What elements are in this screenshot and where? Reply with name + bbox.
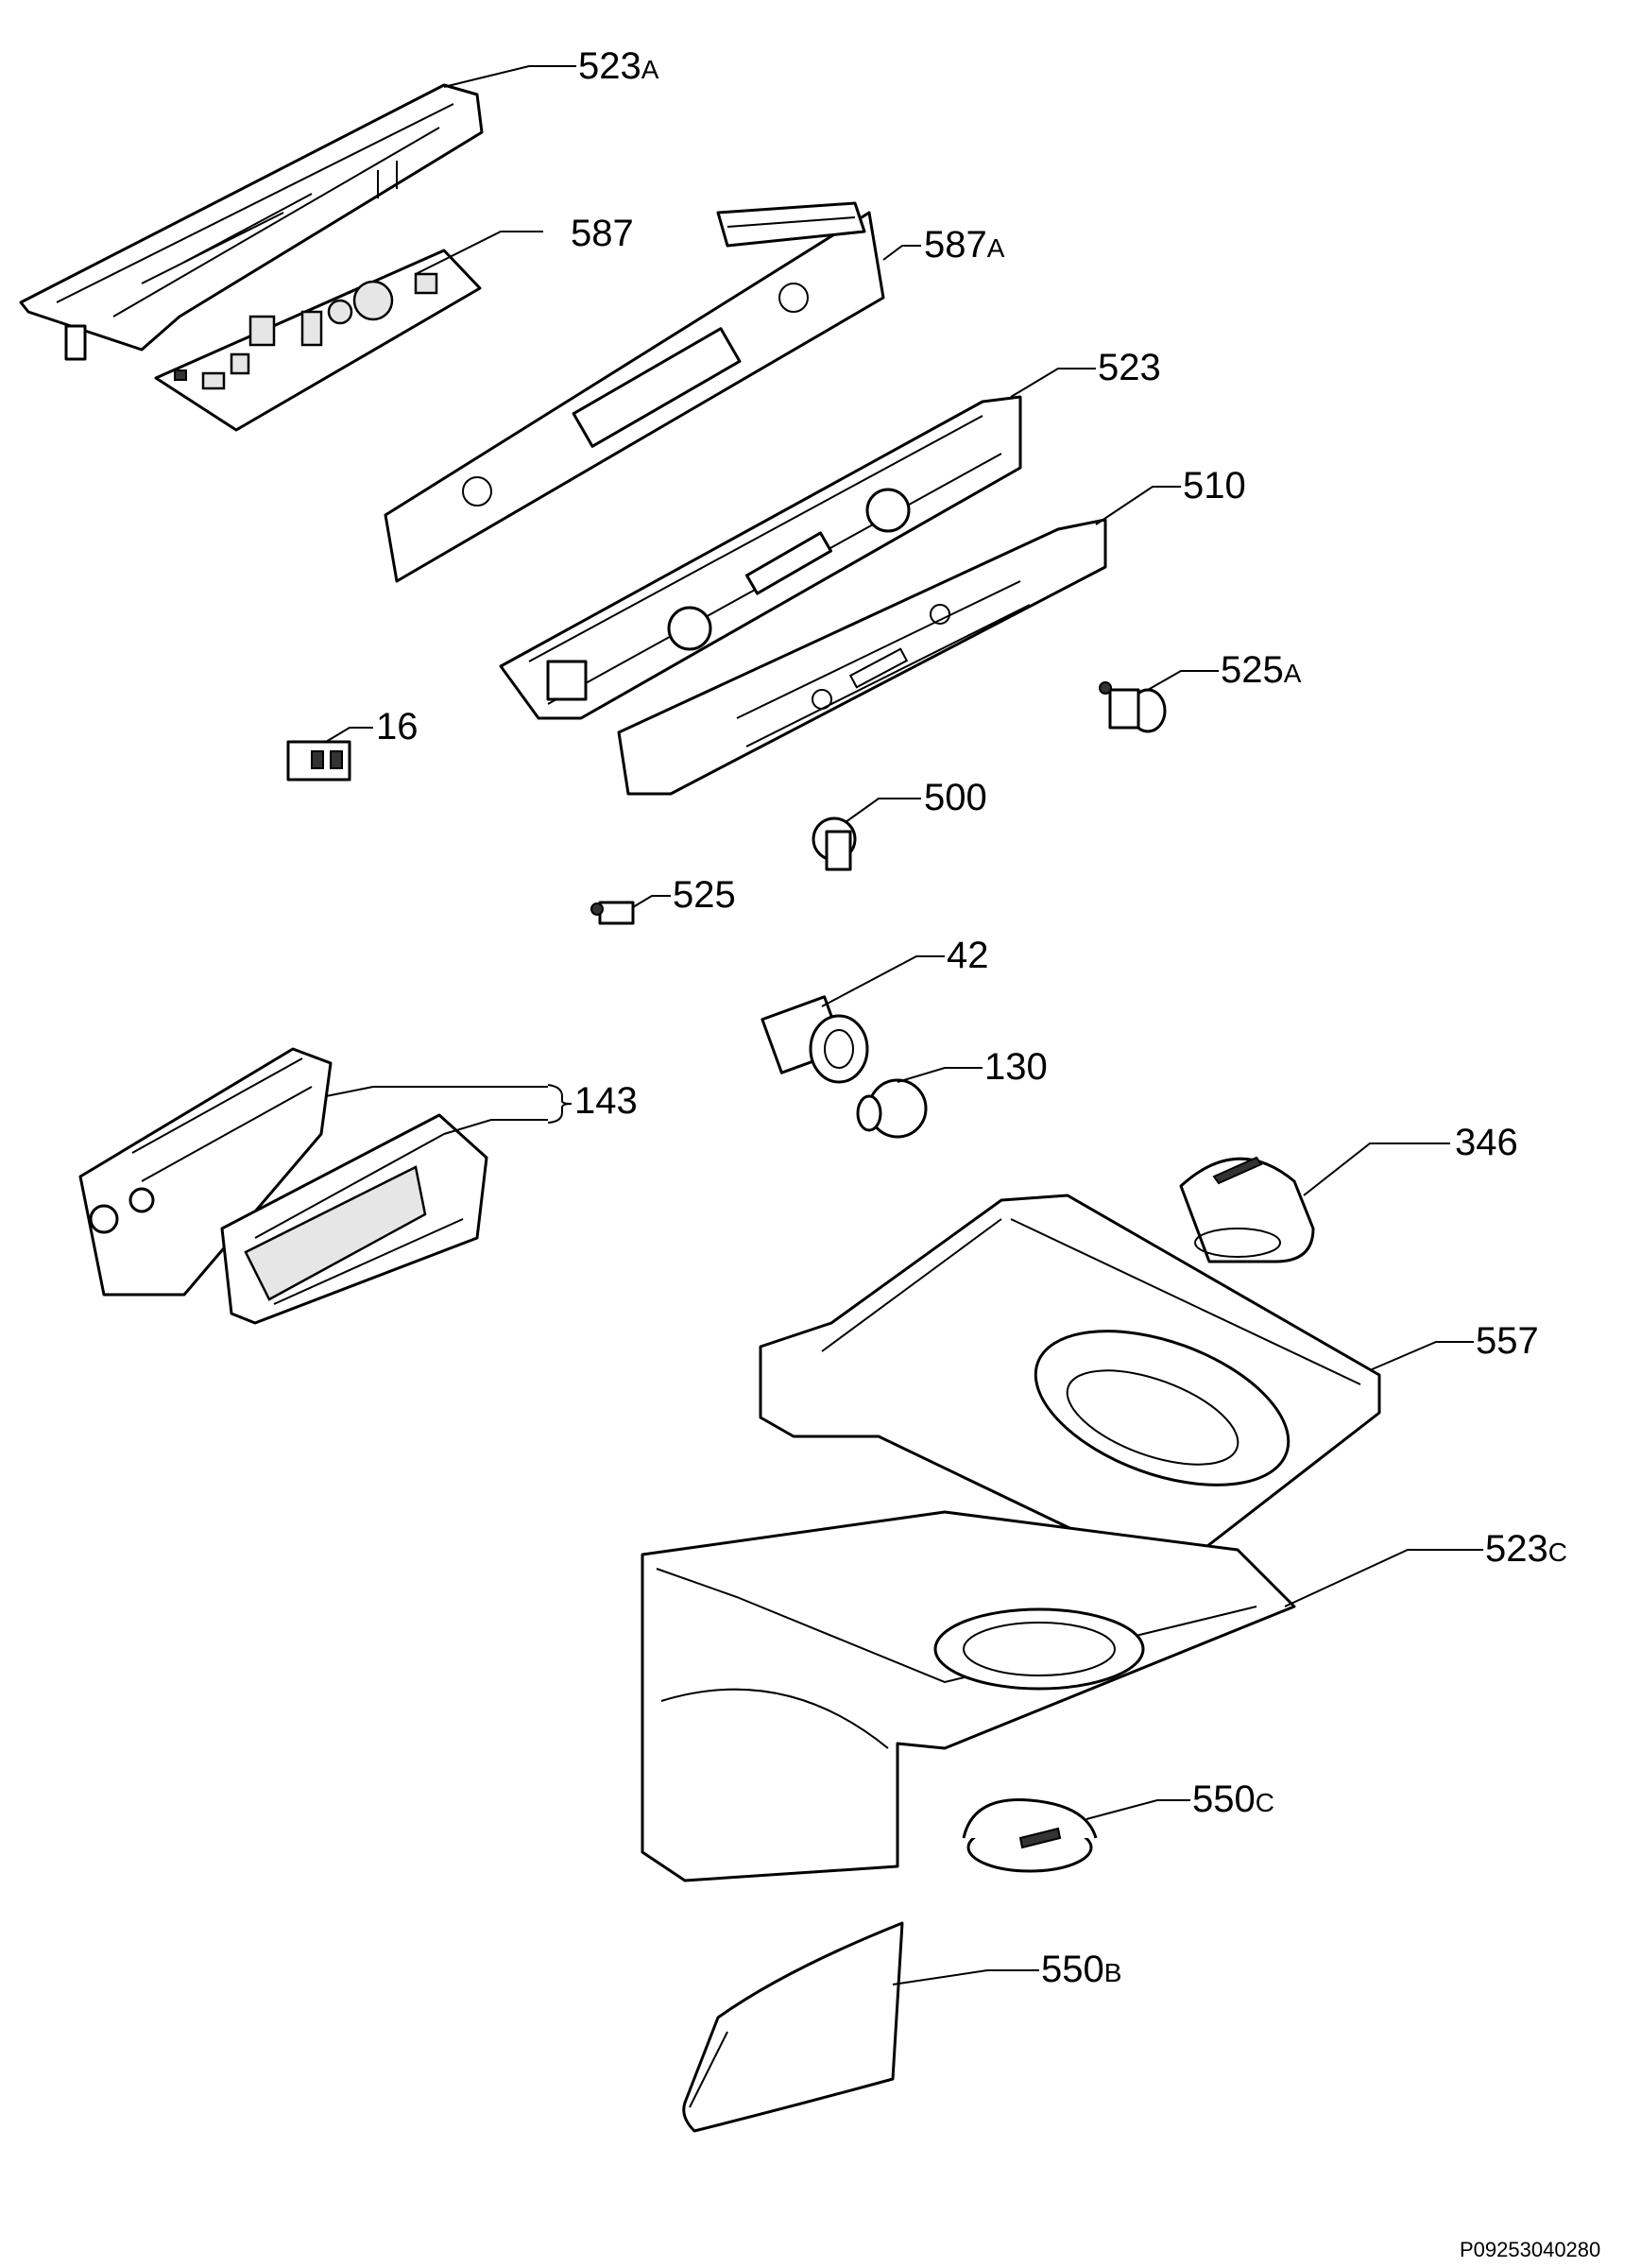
label-523a: 523A	[578, 45, 659, 87]
part-500-knob	[812, 816, 857, 871]
leader-143-upper	[325, 1086, 548, 1097]
part-510-front-panel	[617, 518, 1107, 796]
label-346: 346	[1455, 1122, 1518, 1163]
label-587a: 587A	[924, 224, 1005, 266]
bracket-143	[547, 1084, 573, 1124]
leader-550c	[1085, 1799, 1190, 1820]
leader-16	[325, 727, 373, 743]
label-550c: 550C	[1192, 1778, 1274, 1820]
leader-143-lower	[443, 1119, 548, 1135]
leader-510	[1095, 486, 1181, 525]
part-523-control-frame	[499, 395, 1022, 720]
leader-42	[821, 955, 945, 1007]
label-16: 16	[376, 706, 419, 747]
leader-525a	[1147, 670, 1219, 691]
label-510: 510	[1183, 465, 1246, 507]
leader-525	[632, 895, 671, 908]
leader-130	[897, 1067, 983, 1083]
part-550b-flap	[682, 1921, 904, 2133]
part-130-cap	[856, 1078, 928, 1139]
part-16-switch	[286, 740, 351, 782]
leader-500	[845, 798, 921, 823]
part-523a-top-cover	[19, 83, 484, 361]
label-523c: 523C	[1485, 1528, 1567, 1570]
label-557: 557	[1476, 1320, 1539, 1362]
drawing-code: P09253040280	[1460, 2238, 1600, 2261]
leader-523c	[1284, 1549, 1483, 1607]
part-525a-bulb	[1099, 681, 1167, 733]
label-143: 143	[574, 1080, 638, 1122]
label-550b: 550B	[1041, 1949, 1121, 1990]
label-525a: 525A	[1221, 649, 1302, 691]
part-42-lamp-holder	[761, 995, 869, 1084]
part-143-duct	[78, 1047, 488, 1325]
part-557-housing-frame	[759, 1194, 1381, 1561]
part-587-circuit-board	[154, 249, 482, 432]
label-525: 525	[673, 874, 736, 916]
part-523c-lower-housing	[641, 1510, 1296, 1882]
label-500: 500	[924, 777, 987, 818]
leader-523	[1010, 368, 1096, 398]
label-130: 130	[984, 1046, 1048, 1088]
label-42: 42	[947, 935, 989, 976]
leader-346	[1303, 1143, 1450, 1196]
leader-587a	[882, 245, 921, 261]
leader-523a	[443, 65, 576, 88]
part-550c-ring-cap	[962, 1798, 1098, 1873]
part-587a-display-board	[384, 201, 885, 583]
label-587: 587	[571, 213, 634, 254]
part-525-small-bulb	[590, 901, 635, 925]
label-523: 523	[1098, 347, 1161, 388]
leader-587	[415, 231, 543, 275]
part-346-cover-dome	[1179, 1156, 1315, 1263]
leader-550b	[892, 1969, 1039, 1985]
leader-557	[1369, 1341, 1474, 1371]
